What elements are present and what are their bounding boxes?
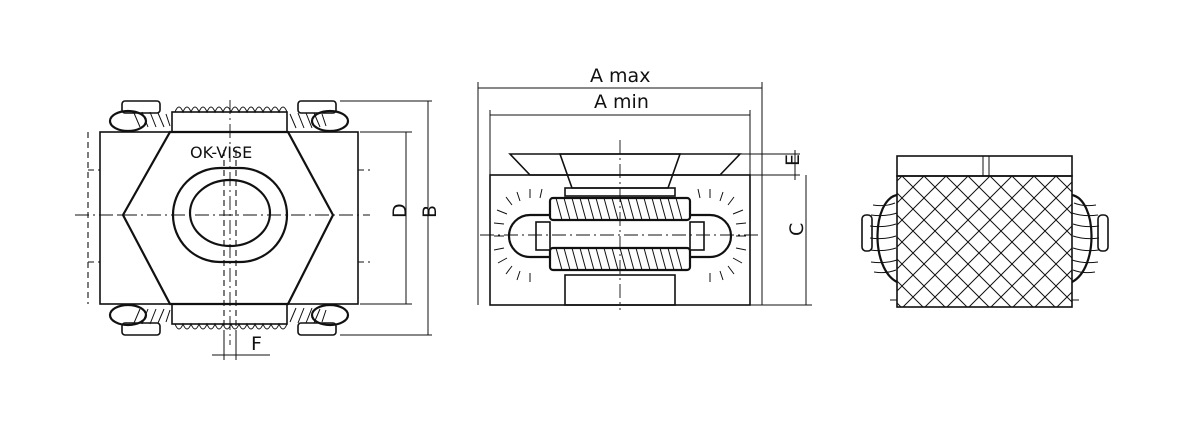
spring-bottom: [174, 322, 288, 330]
top-view: OK-VISE D B F: [75, 100, 441, 360]
dim-e-label: E: [782, 154, 804, 166]
dim-a-min-label: A min: [594, 91, 649, 113]
brand-label: OK-VISE: [190, 143, 252, 162]
top-jaw-bar: [171, 111, 288, 133]
dim-c-label: C: [786, 223, 808, 236]
side-view: [861, 155, 1109, 308]
pin-top-right: [289, 100, 350, 133]
side-pin-left: [861, 193, 898, 283]
spring-top: [174, 106, 288, 114]
pin-top-left: [108, 100, 171, 133]
bottom-jaw-bar: [171, 303, 288, 325]
dim-a-max-label: A max: [590, 65, 650, 87]
knurled-jaw: [896, 175, 1073, 308]
front-pin-left: [493, 188, 551, 282]
dim-b-label: B: [419, 205, 441, 218]
pin-bottom-right: [289, 303, 350, 336]
dim-f-label: F: [251, 333, 262, 355]
side-pin-right: [1071, 193, 1109, 283]
dim-d-label: D: [389, 203, 411, 218]
front-view: A max A min: [477, 65, 812, 310]
front-base-block: [564, 274, 676, 306]
pin-bottom-left: [108, 303, 171, 336]
cam-inner: [188, 178, 272, 248]
front-pin-right: [689, 188, 747, 282]
side-top-plate: [896, 155, 1073, 177]
front-cap: [508, 153, 742, 176]
